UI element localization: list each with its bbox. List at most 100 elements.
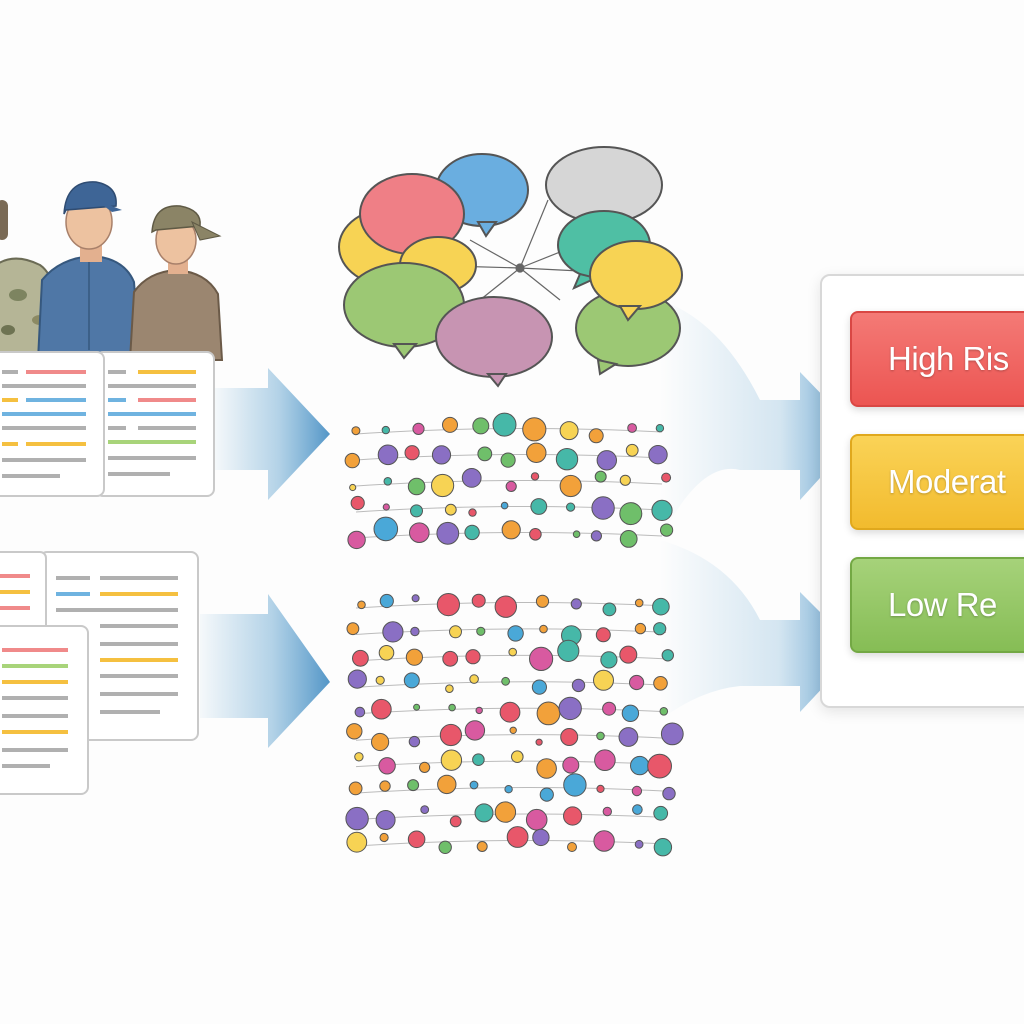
document-stack-bottom [0,551,199,795]
document-icon [95,351,215,497]
data-point-icon [476,841,488,852]
data-point-icon [420,805,430,814]
data-point-icon [507,625,524,642]
data-point-icon [653,838,673,857]
data-point-icon [346,622,360,636]
data-point-icon [571,678,586,693]
data-point-icon [448,703,456,712]
data-point-icon [596,450,617,471]
data-point-icon [419,761,431,774]
person-figure [128,205,224,361]
data-point-icon [347,530,366,550]
data-point-icon [531,679,548,695]
data-point-icon [410,626,420,637]
data-point-icon [619,502,643,526]
data-point-icon [500,501,509,510]
document-icon [0,351,105,497]
data-point-icon [346,831,368,853]
data-point-icon [662,786,676,801]
link-line [355,681,667,688]
risk-level-low: Low Re [850,557,1024,653]
data-point-icon [594,749,616,772]
data-point-icon [371,698,392,720]
flow-arrow-icon [200,594,330,748]
data-point-icon [593,669,614,691]
data-point-icon [522,417,547,442]
data-point-icon [526,442,547,463]
data-point-icon [412,422,425,435]
data-point-icon [504,785,513,794]
data-point-icon [630,755,650,776]
data-point-icon [558,696,582,721]
data-point-icon [475,706,483,715]
data-point-icon [660,722,684,746]
data-point-icon [634,622,647,635]
data-point-icon [631,785,643,797]
data-point-icon [349,483,357,492]
data-point-icon [594,470,607,483]
data-point-icon [653,676,668,691]
data-point-icon [661,649,674,662]
data-point-icon [563,806,583,826]
data-point-icon [629,674,645,691]
data-point-icon [449,815,462,828]
data-point-icon [529,528,542,541]
data-point-icon [476,626,486,636]
data-point-icon [346,723,363,740]
data-point-icon [411,594,420,603]
document-icon [0,625,89,795]
data-point-icon [471,593,486,608]
risk-level-label: Moderat [888,463,1006,500]
data-point-icon [563,773,587,797]
data-point-icon [659,707,669,716]
data-point-icon [602,806,612,817]
data-point-icon [572,530,581,539]
data-point-icon [477,446,493,462]
speech-bubble-cluster [338,146,683,388]
data-point-icon [379,832,389,843]
data-point-icon [472,417,490,435]
data-point-icon [591,496,615,520]
data-point-icon [562,756,580,774]
data-point-icon [619,645,638,664]
link-line [355,760,667,768]
data-point-icon [347,669,367,689]
data-point-icon [625,443,639,457]
data-point-icon [407,779,420,792]
data-point-icon [529,646,554,672]
data-point-icon [660,523,674,537]
data-point-icon [445,684,454,694]
data-point-icon [530,498,548,515]
data-point-icon [501,520,521,540]
data-point-icon [442,416,458,433]
data-point-icon [381,425,390,435]
data-point-icon [525,808,548,831]
data-point-icon [618,727,639,747]
data-point-icon [588,428,604,444]
data-point-icon [436,521,460,545]
data-point-icon [505,480,517,492]
flow-band [660,300,860,540]
data-point-icon [536,758,557,779]
data-point-icon [409,522,430,544]
data-point-icon [655,424,665,433]
risk-level-label: High Ris [888,340,1009,377]
data-point-icon [375,675,385,685]
link-line [355,505,663,513]
data-point-icon [345,806,369,831]
data-point-icon [539,787,554,802]
data-point-icon [431,445,452,465]
data-point-icon [634,839,644,849]
data-point-icon [468,508,477,517]
data-point-icon [377,444,399,466]
data-point-icon [539,624,548,634]
data-point-icon [557,639,580,663]
data-point-icon [449,625,462,639]
data-point-icon [354,706,366,718]
data-point-icon [461,468,482,488]
data-point-icon [632,804,643,815]
speech-bubble-icon [575,289,681,376]
data-point-icon [436,593,460,617]
risk-level-moderate: Moderat [850,434,1024,530]
